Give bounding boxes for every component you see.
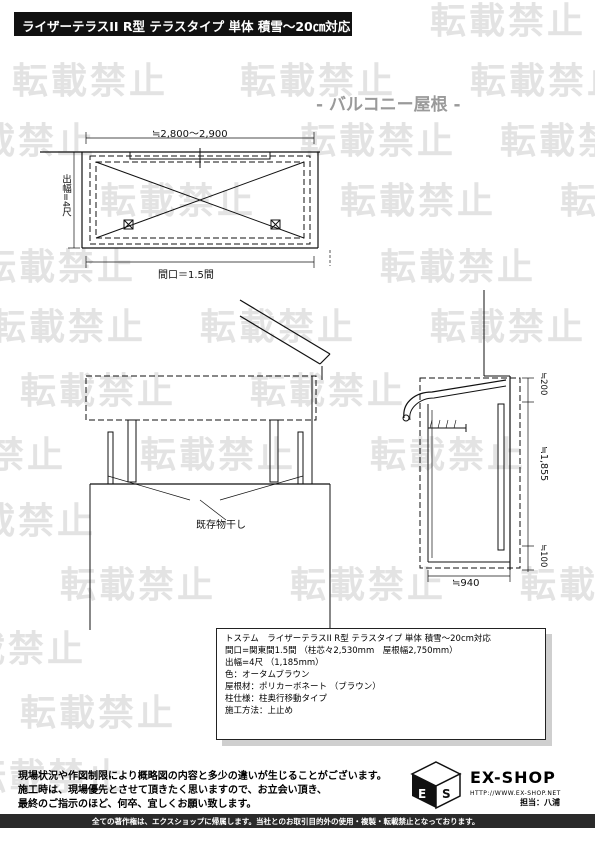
staff-name: 担当：八浦 bbox=[520, 798, 560, 807]
copyright-text: 全ての著作権は、エクスショップに帰属します。当社とのお取引目的外の使用・複製・転… bbox=[92, 817, 480, 826]
spec-line: 柱仕様：柱奥行移動タイプ bbox=[225, 694, 328, 704]
notice-line: 現場状況や作図制限により概略図の内容と多少の違いが生じることがございます。 bbox=[18, 771, 387, 782]
watermark: 転載禁止 bbox=[12, 61, 169, 102]
watermark: 転載禁止 bbox=[100, 181, 257, 222]
watermark: 転載禁止 bbox=[20, 693, 177, 734]
spec-line: 色：オータムブラウン bbox=[225, 670, 310, 680]
svg-text:E: E bbox=[418, 787, 426, 801]
watermark: 転載禁止 bbox=[60, 565, 217, 606]
ex-shop-logo: E S EX-SHOP HTTP://WWW.EX-SHOP.NET bbox=[410, 760, 585, 810]
cube-logo-icon: E S bbox=[410, 761, 462, 810]
watermark: 転載禁止 bbox=[20, 371, 177, 412]
drawing-subtitle: - バルコニー屋根 - bbox=[316, 95, 461, 115]
spec-box: トステム ライザーテラスII R型 テラスタイプ 単体 積雪～20cm対応 間口… bbox=[216, 628, 546, 740]
existing-laundry-label: 既存物干し bbox=[196, 520, 246, 531]
watermark: 転載禁止 bbox=[0, 247, 137, 288]
svg-text:S: S bbox=[442, 787, 451, 801]
watermark: 転載禁止 bbox=[520, 565, 595, 606]
site-notice: 現場状況や作図制限により概略図の内容と多少の違いが生じることがございます。 施工… bbox=[18, 770, 387, 812]
span-dimension: 間口＝1.5間 bbox=[158, 270, 214, 281]
watermark: 転載禁止 bbox=[300, 121, 457, 162]
spec-line: 施工方法：上止め bbox=[225, 706, 294, 716]
watermark: 転載禁止 bbox=[430, 1, 587, 42]
watermark: 転載禁止 bbox=[0, 307, 147, 348]
watermark: 転載禁止 bbox=[500, 121, 595, 162]
spec-line: 間口=関東間1.5間 （柱芯々2,530mm 屋根幅2,750mm） bbox=[225, 646, 458, 656]
watermark: 転載禁止 bbox=[0, 757, 127, 798]
watermark: 転載禁止 bbox=[140, 435, 297, 476]
watermark: 転載禁止 bbox=[0, 121, 97, 162]
watermark: 転載禁止 bbox=[200, 307, 357, 348]
notice-line: 施工時は、現場優先とさせて頂きたく思いますので、お立会い頂き、 bbox=[18, 785, 327, 796]
watermark: 転載禁止 bbox=[0, 629, 87, 670]
spec-line: 屋根材：ポリカーボネート （ブラウン） bbox=[225, 682, 381, 692]
watermark: 転載禁止 bbox=[250, 371, 407, 412]
dimension-100: ≒100 bbox=[538, 544, 548, 568]
watermark: 転載禁止 bbox=[290, 565, 447, 606]
watermark: 転載禁止 bbox=[240, 61, 397, 102]
watermark: 転載禁止 bbox=[340, 181, 497, 222]
width-dimension: ≒2,800～2,900 bbox=[152, 129, 228, 140]
title-bar: ライザーテラスII R型 テラスタイプ 単体 積雪～20㎝対応 bbox=[14, 12, 352, 36]
logo-url: HTTP://WWW.EX-SHOP.NET bbox=[470, 790, 561, 797]
notice-line: 最終のご指示のほど、何卒、宜しくお願い致します。 bbox=[18, 799, 257, 810]
watermark: 転載禁止 bbox=[0, 501, 97, 542]
side-section bbox=[402, 290, 534, 582]
dimension-200: ≒200 bbox=[538, 372, 548, 396]
watermark: 転載禁止 bbox=[430, 307, 587, 348]
logo-name: EX-SHOP bbox=[470, 768, 556, 787]
plan-view bbox=[40, 132, 331, 268]
watermark: 転載禁止 bbox=[560, 181, 595, 222]
page-title: ライザーテラスII R型 テラスタイプ 単体 積雪～20㎝対応 bbox=[22, 19, 351, 34]
dimension-940: ≒940 bbox=[452, 578, 480, 589]
dimension-1855: ≒1,855 bbox=[538, 446, 549, 482]
copyright-footer: 全ての著作権は、エクスショップに帰属します。当社とのお取引目的外の使用・複製・転… bbox=[0, 814, 595, 828]
watermark: 転載禁止 bbox=[0, 435, 67, 476]
watermark: 転載禁止 bbox=[380, 247, 537, 288]
watermark: 転載禁止 bbox=[470, 61, 595, 102]
spec-line: 出幅=4尺 （1,185mm） bbox=[225, 658, 324, 668]
front-elevation bbox=[85, 299, 331, 630]
depth-dimension: 出幅=4尺 bbox=[60, 174, 71, 217]
spec-line: トステム ライザーテラスII R型 テラスタイプ 単体 積雪～20cm対応 bbox=[225, 634, 491, 644]
